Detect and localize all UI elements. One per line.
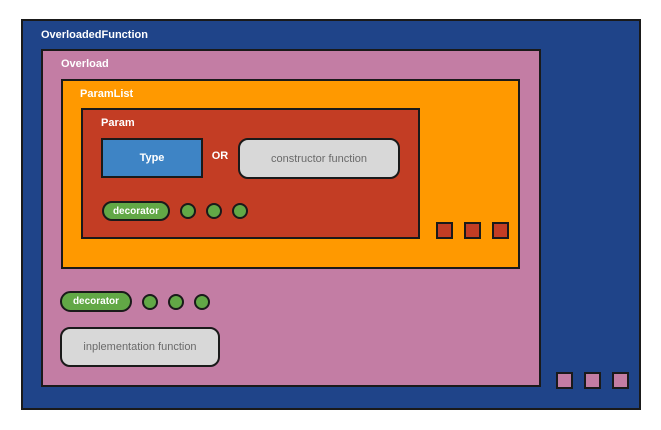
implementation-function-label: inplementation function	[83, 341, 197, 353]
param-repeat-square	[436, 222, 453, 239]
param-label: Param	[101, 117, 135, 129]
paramlist-label: ParamList	[80, 88, 134, 100]
overload-repeat-square	[556, 372, 573, 389]
overload-label: Overload	[61, 58, 109, 70]
or-label: OR	[211, 150, 229, 162]
type-box: Type	[101, 138, 203, 178]
constructor-function-box: constructor function	[238, 138, 400, 179]
overload-repeat-square	[584, 372, 601, 389]
decorator-repeat-dot	[232, 203, 248, 219]
overload-repeat-square	[612, 372, 629, 389]
decorator-repeat-dot	[206, 203, 222, 219]
decorator-repeat-dot	[180, 203, 196, 219]
param-decorator-pill: decorator	[102, 201, 170, 221]
overload-box: Overload ParamList Param Type OR constru…	[41, 49, 541, 387]
param-decorator-label: decorator	[112, 205, 160, 217]
constructor-function-label: constructor function	[271, 152, 367, 165]
overload-decorator-label: decorator	[72, 296, 120, 307]
param-repeat-square	[492, 222, 509, 239]
type-label: Type	[139, 152, 165, 164]
overload-decorator-row: decorator	[60, 291, 210, 312]
param-box: Param Type OR constructor function decor…	[81, 108, 420, 239]
decorator-repeat-dot	[194, 293, 210, 310]
param-decorator-row: decorator	[102, 201, 248, 221]
param-repeat-square	[464, 222, 481, 239]
overload-decorator-pill: decorator	[60, 291, 132, 312]
implementation-function-box: inplementation function	[60, 327, 220, 367]
overloaded-function-box: OverloadedFunction Overload ParamList Pa…	[21, 19, 641, 410]
param-repeat-squares	[436, 222, 509, 239]
paramlist-box: ParamList Param Type OR constructor func…	[61, 79, 520, 269]
decorator-repeat-dot	[168, 293, 184, 310]
decorator-repeat-dot	[142, 293, 158, 310]
overloaded-function-label: OverloadedFunction	[41, 29, 148, 41]
overload-repeat-squares	[556, 372, 629, 389]
